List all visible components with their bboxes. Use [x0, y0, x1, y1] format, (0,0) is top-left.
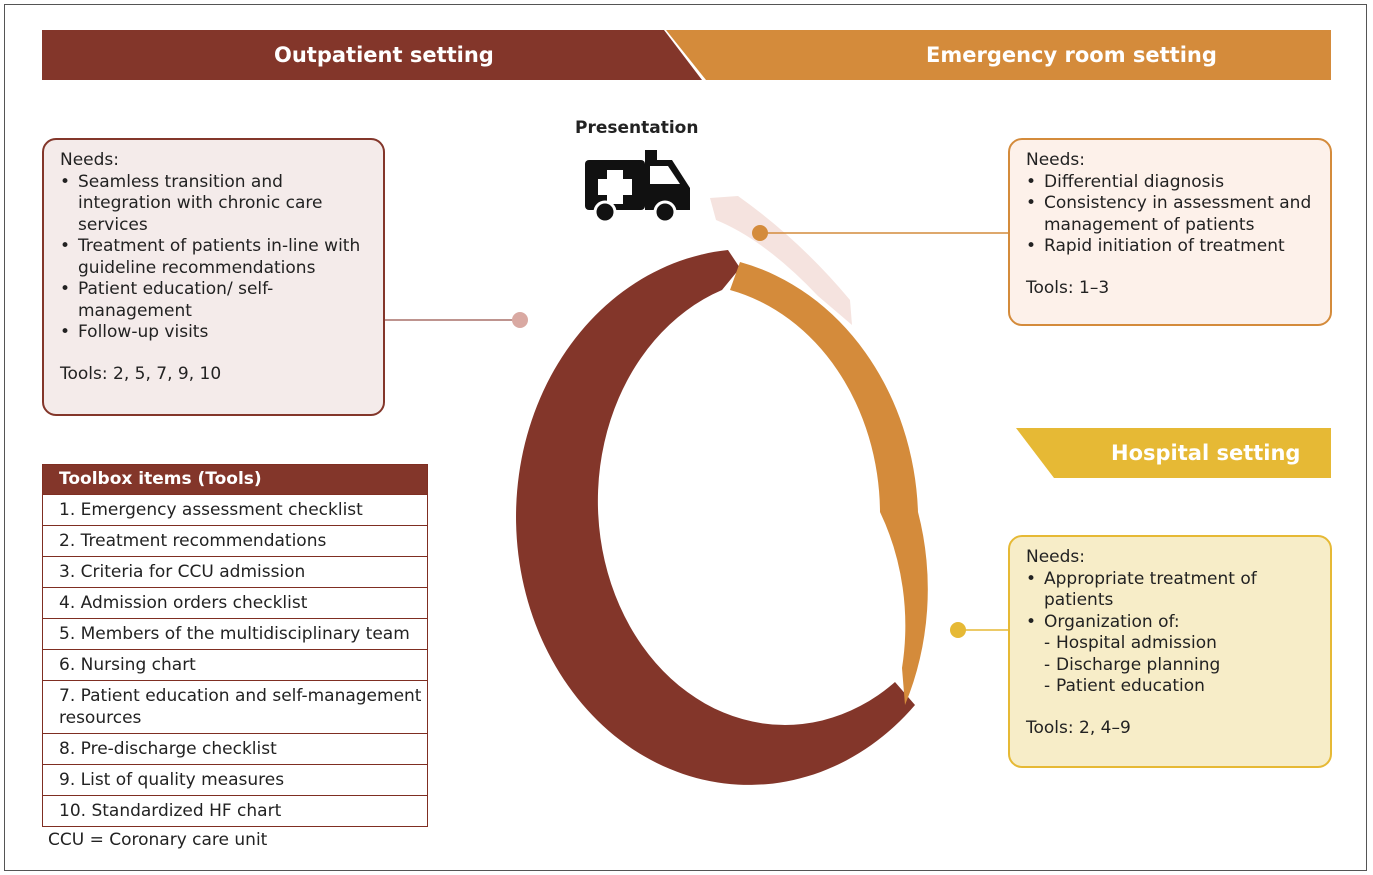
hospital-needs-list: Appropriate treatment of patients Organi…	[1026, 569, 1314, 698]
list-subitem: Patient education	[1026, 676, 1314, 698]
emergency-needs-list: Differential diagnosis Consistency in as…	[1026, 172, 1314, 258]
figure-frame	[4, 4, 1367, 871]
outpatient-connector-dot	[512, 312, 528, 328]
emergency-needs-box: Needs: Differential diagnosis Consistenc…	[1008, 138, 1332, 326]
outpatient-needs-box: Needs: Seamless transition and integrati…	[42, 138, 385, 416]
table-row: 5. Members of the multidisciplinary team	[43, 618, 427, 649]
toolbox-title: Toolbox items (Tools)	[43, 465, 427, 494]
banner-emergency-shape	[666, 30, 1331, 80]
emergency-arc	[730, 262, 918, 512]
banner-outpatient-label: Outpatient setting	[274, 43, 494, 67]
list-item: Follow-up visits	[60, 322, 367, 344]
list-item: Patient education/ self-management	[60, 279, 367, 322]
outpatient-tools: Tools: 2, 5, 7, 9, 10	[60, 363, 222, 384]
banner-emergency: Emergency room setting	[666, 30, 1331, 80]
table-row: 9. List of quality measures	[43, 764, 427, 795]
list-item: Treatment of patients in-line with guide…	[60, 236, 367, 279]
list-item: Organization of:	[1026, 612, 1314, 634]
banner-hospital-shape	[1016, 428, 1331, 478]
hospital-tools: Tools: 2, 4–9	[1026, 717, 1131, 738]
table-row: 1. Emergency assessment checklist	[43, 494, 427, 525]
table-row: 3. Criteria for CCU admission	[43, 556, 427, 587]
hospital-arc	[880, 512, 928, 705]
outpatient-needs-list: Seamless transition and integration with…	[60, 172, 367, 344]
outpatient-needs-heading: Needs:	[60, 150, 120, 170]
table-row: 6. Nursing chart	[43, 649, 427, 680]
table-row: 4. Admission orders checklist	[43, 587, 427, 618]
banner-hospital: Hospital setting	[1016, 428, 1331, 478]
list-subitem: Hospital admission	[1026, 633, 1314, 655]
list-subitem: Discharge planning	[1026, 655, 1314, 677]
presentation-label: Presentation	[575, 118, 699, 138]
banner-outpatient-shape	[42, 30, 702, 80]
toolbox-table: Toolbox items (Tools) 1. Emergency asses…	[42, 464, 428, 827]
banner-emergency-label: Emergency room setting	[926, 43, 1217, 67]
emergency-tools: Tools: 1–3	[1026, 277, 1110, 298]
list-item: Consistency in assessment and management…	[1026, 193, 1314, 236]
outpatient-arc	[516, 250, 915, 785]
list-item: Appropriate treatment of patients	[1026, 569, 1314, 612]
presentation-arrow	[710, 196, 852, 325]
emergency-needs-heading: Needs:	[1026, 150, 1086, 170]
banner-hospital-label: Hospital setting	[1111, 441, 1301, 465]
hospital-connector-dot	[950, 622, 966, 638]
table-row: 2. Treatment recommendations	[43, 525, 427, 556]
hospital-needs-box: Needs: Appropriate treatment of patients…	[1008, 535, 1332, 768]
table-row: 8. Pre-discharge checklist	[43, 733, 427, 764]
table-row: 10. Standardized HF chart	[43, 795, 427, 826]
list-item: Differential diagnosis	[1026, 172, 1314, 194]
banner-outpatient: Outpatient setting	[42, 30, 702, 80]
list-item: Rapid initiation of treatment	[1026, 236, 1314, 258]
emergency-connector-dot	[752, 225, 768, 241]
list-item: Seamless transition and integration with…	[60, 172, 367, 237]
table-row: 7. Patient education and self-management…	[43, 680, 427, 733]
abbreviation-note: CCU = Coronary care unit	[48, 830, 268, 850]
hospital-needs-heading: Needs:	[1026, 547, 1086, 567]
ambulance-icon	[585, 150, 690, 224]
